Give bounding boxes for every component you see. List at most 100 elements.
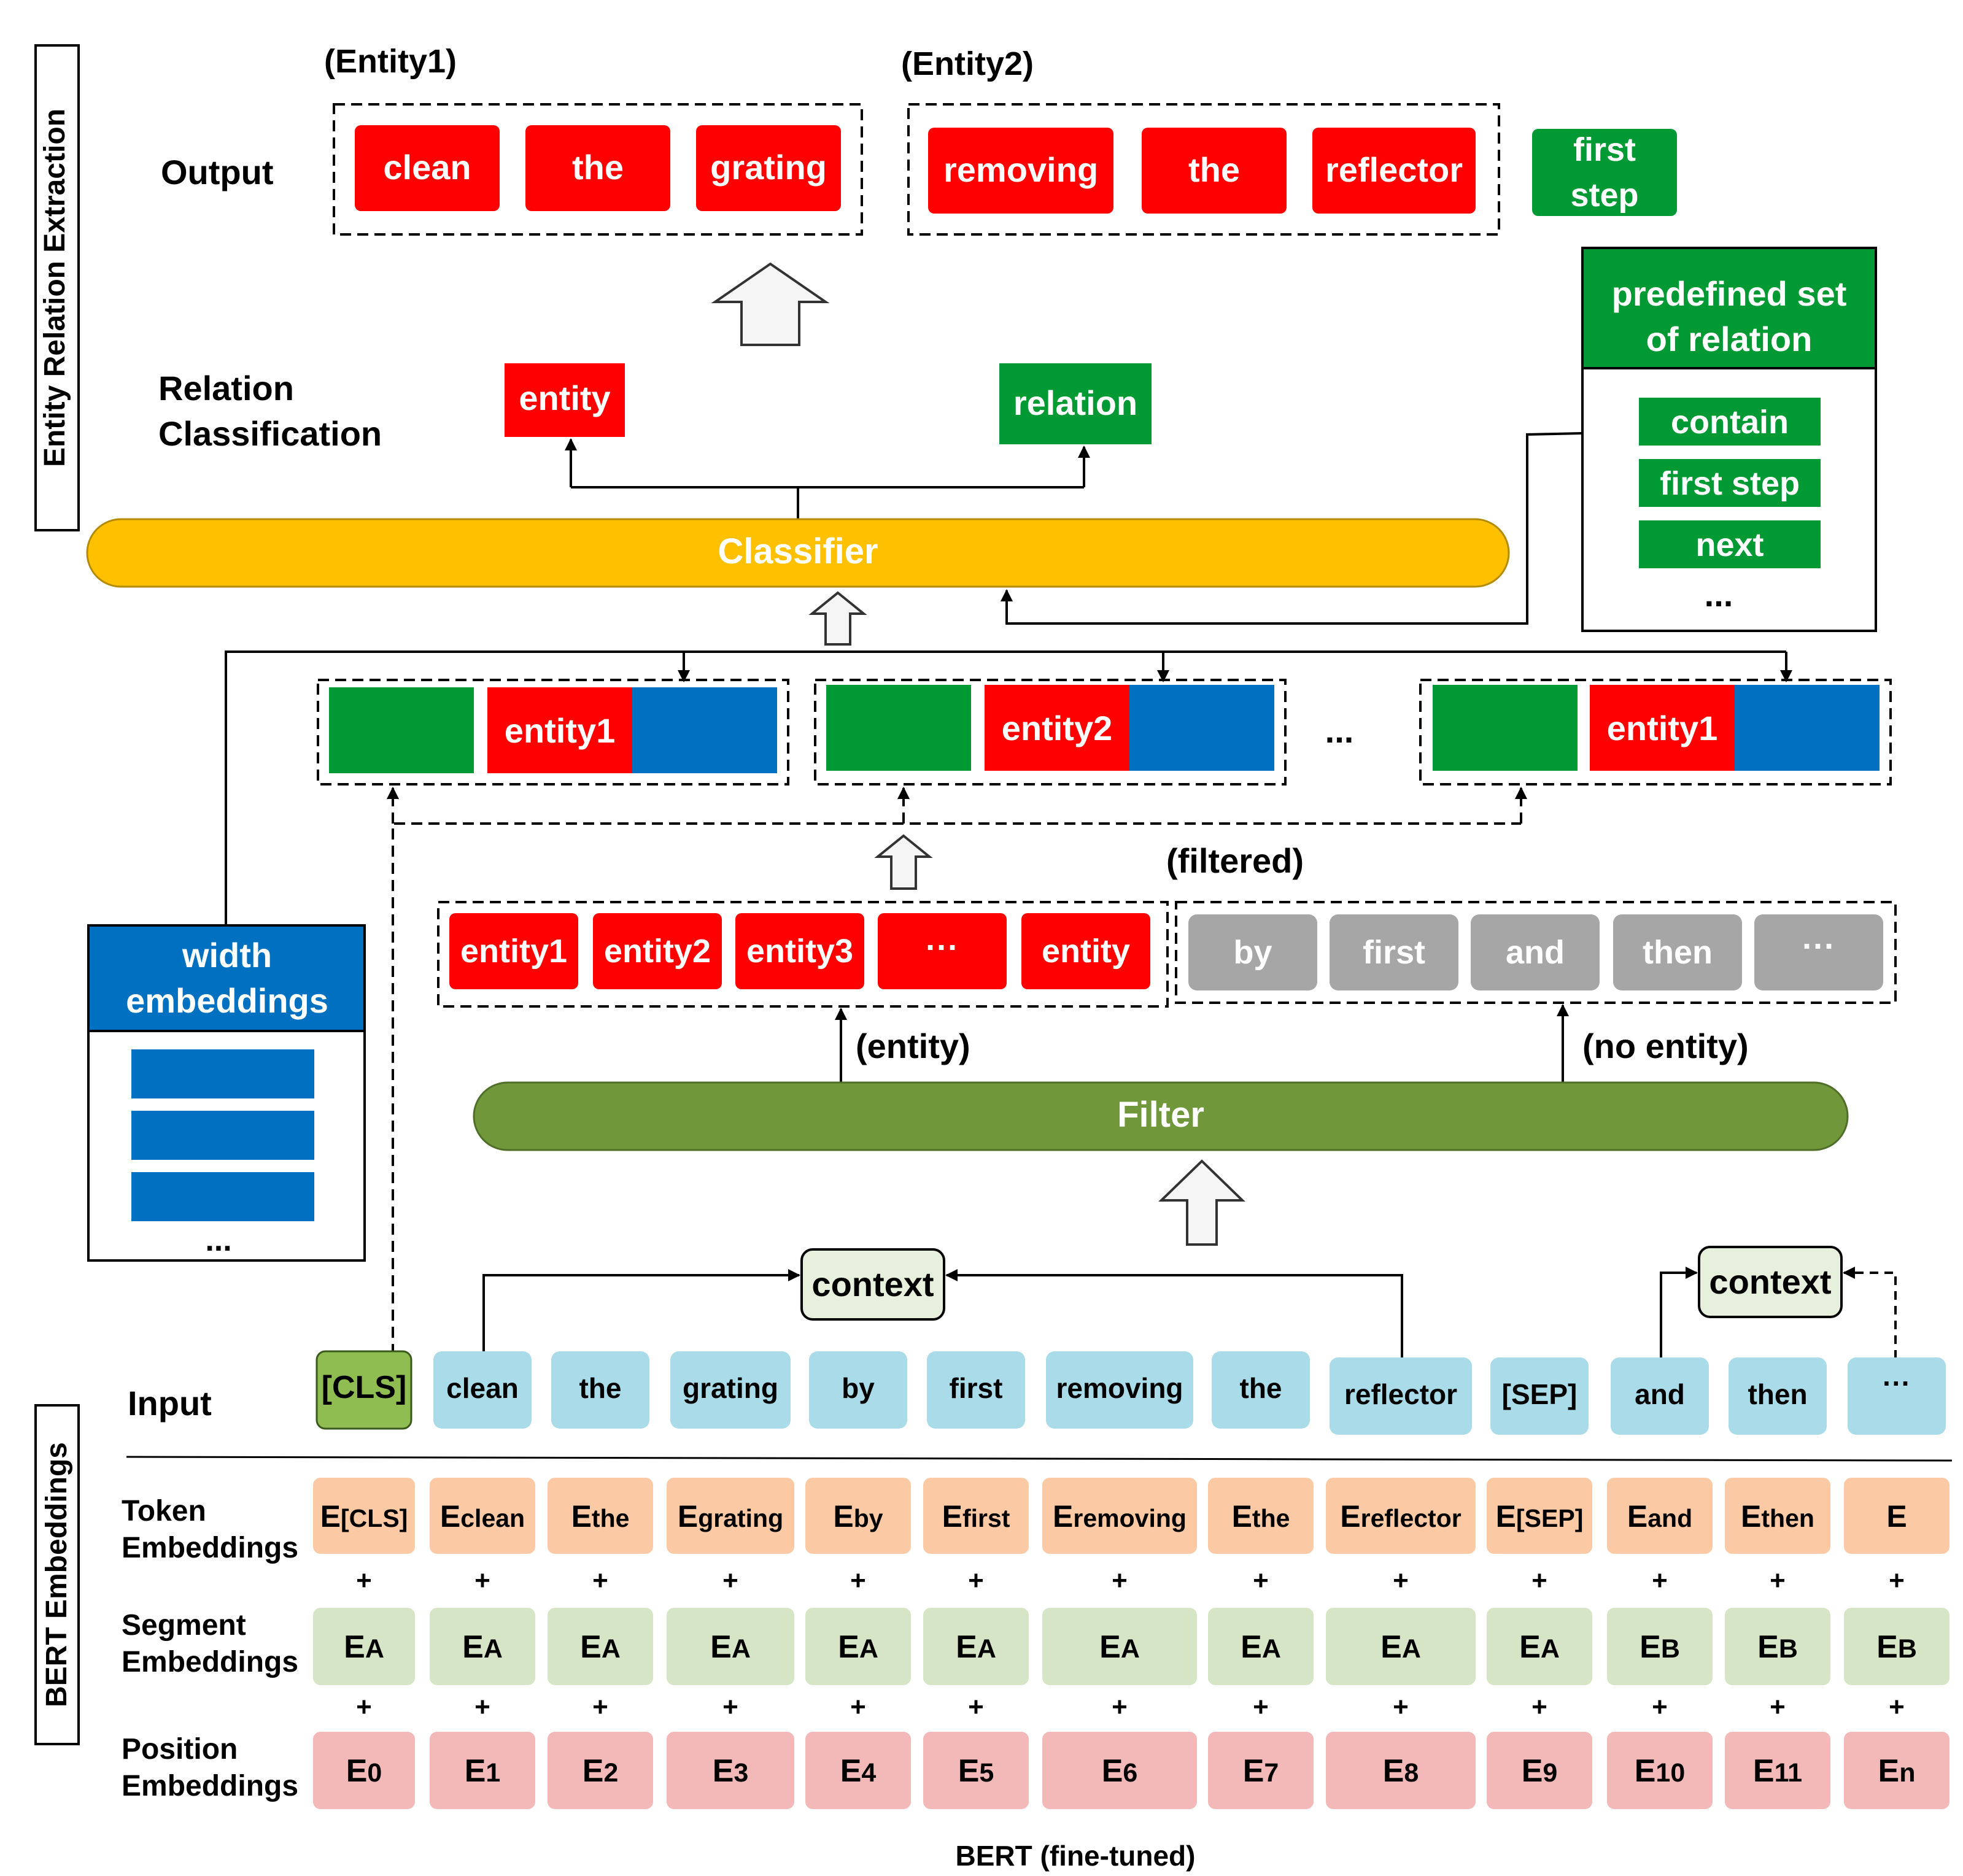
input-token: removing — [1046, 1351, 1193, 1429]
segment-embedding-label: EA — [344, 1629, 384, 1665]
plus-sign: + — [1253, 1565, 1269, 1596]
plus-sign: + — [1652, 1565, 1668, 1596]
input-embeddings-divider — [126, 1456, 1953, 1462]
segment-embedding-label: EA — [1241, 1629, 1281, 1665]
input-token-box — [551, 1351, 649, 1429]
input-token-box — [927, 1351, 1025, 1429]
token-embedding-box — [1725, 1478, 1830, 1554]
token-embeddings-label-line1: Token — [122, 1495, 206, 1527]
token-embedding-label: E — [1886, 1499, 1907, 1534]
position-embedding-label: E3 — [713, 1753, 749, 1789]
position-embedding-label: E6 — [1102, 1753, 1138, 1789]
position-embedding: E7 — [1208, 1732, 1314, 1809]
plus-sign-rows: ++++++++++++++++++++++++++ — [356, 1565, 1905, 1722]
segment-embedding-box — [1208, 1608, 1314, 1685]
position-embedding: E1 — [430, 1732, 535, 1809]
segment-embedding-label: EA — [1519, 1629, 1560, 1665]
position-embedding-box — [1042, 1732, 1197, 1809]
token-embedding-label: Egrating — [678, 1499, 783, 1534]
plus-sign: + — [474, 1692, 490, 1722]
token-embedding-label: Ethen — [1741, 1499, 1814, 1534]
output-relation-first-step: first step — [1532, 129, 1677, 216]
output-label: Output — [161, 153, 273, 191]
context-box-right: context — [1698, 1246, 1843, 1318]
position-embedding-label: E7 — [1243, 1753, 1279, 1789]
position-embedding-label: E11 — [1753, 1753, 1802, 1789]
plus-sign: + — [1889, 1565, 1905, 1596]
svg-text:contain: contain — [1671, 404, 1789, 441]
svg-text:context: context — [1709, 1262, 1831, 1301]
segment-embedding-label: EA — [956, 1629, 996, 1665]
svg-text:then: then — [1643, 934, 1713, 971]
token-embedding-box — [667, 1478, 794, 1554]
input-token-box — [1490, 1357, 1589, 1435]
svg-text:next: next — [1695, 527, 1764, 563]
predefined-relation-set: predefined set of relation contain first… — [1581, 247, 1877, 632]
token-embedding-box — [313, 1478, 415, 1554]
span-cls-block — [826, 685, 971, 771]
relation-items-more: ... — [1705, 575, 1733, 614]
segment-embedding-label: EB — [1876, 1629, 1917, 1665]
segment-embedding-box — [667, 1608, 794, 1685]
segment-embedding-box — [1487, 1608, 1592, 1685]
output-entity1-token-clean: clean — [355, 125, 500, 211]
predefined-to-classifier-connector — [1001, 432, 1583, 625]
input-token: [SEP] — [1490, 1357, 1589, 1435]
relation-item-first-step — [1639, 459, 1821, 507]
svg-text:entity: entity — [1042, 933, 1130, 970]
side-label-bottom-text: BERT Embeddings — [41, 1442, 73, 1707]
plus-sign: + — [1531, 1565, 1547, 1596]
position-embedding: E0 — [313, 1732, 415, 1809]
input-token: then — [1729, 1357, 1827, 1435]
position-embedding: E11 — [1725, 1732, 1830, 1809]
token-embedding-box — [1487, 1478, 1592, 1554]
classification-entity-box: entity — [505, 363, 625, 437]
position-embedding-box — [1326, 1732, 1476, 1809]
width-embedding-vector-1 — [131, 1049, 314, 1098]
filtered-entity-token-3: entity3 — [735, 913, 864, 989]
filtered-entity-token-1: entity1 — [449, 913, 578, 989]
token-embedding: E[CLS] — [313, 1478, 415, 1554]
segment-embedding: EA — [313, 1608, 415, 1685]
input-token: [CLS] — [316, 1350, 412, 1430]
span-cls-block — [329, 687, 474, 773]
span-entity-block — [985, 685, 1129, 771]
plus-sign: + — [722, 1692, 738, 1722]
position-embedding-label: E10 — [1635, 1753, 1686, 1789]
relation-item-contain — [1639, 398, 1821, 446]
svg-text:entity: entity — [519, 379, 610, 417]
token-embedding-box — [1208, 1478, 1314, 1554]
svg-text:the: the — [572, 148, 624, 187]
more-to-context-dashed-connector — [1843, 1267, 1897, 1359]
svg-text:relation: relation — [1013, 384, 1137, 422]
input-token: by — [809, 1351, 907, 1429]
entity1-group-border — [333, 103, 863, 236]
segment-embedding-box — [313, 1608, 415, 1685]
classification-relation-box: relation — [999, 363, 1152, 444]
plus-sign: + — [968, 1565, 984, 1596]
token-embedding: E[SEP] — [1487, 1478, 1592, 1554]
token-embedding: Eand — [1607, 1478, 1713, 1554]
token-embedding-label: Ereflector — [1340, 1499, 1461, 1534]
token-embedding-label: Eand — [1627, 1499, 1692, 1534]
hollow-arrow-to-filter — [1158, 1159, 1245, 1246]
token-embedding: Eremoving — [1042, 1478, 1197, 1554]
input-token-label: and — [1635, 1378, 1685, 1410]
token-embedding: Ereflector — [1326, 1478, 1476, 1554]
position-embedding-label: En — [1878, 1753, 1916, 1789]
segment-embedding: EB — [1607, 1608, 1713, 1685]
position-embedding-label: E8 — [1383, 1753, 1419, 1789]
plus-sign: + — [722, 1565, 738, 1596]
non-entity-token-first: first — [1330, 914, 1458, 990]
svg-text:by: by — [1233, 934, 1272, 971]
input-token: ··· — [1848, 1357, 1946, 1435]
plus-sign: + — [1393, 1692, 1409, 1722]
plus-sign: + — [1531, 1692, 1547, 1722]
segment-embedding-label: EB — [1640, 1629, 1680, 1665]
segment-embedding-label: EA — [580, 1629, 621, 1665]
segment-embedding-box — [1042, 1608, 1197, 1685]
svg-text:entity3: entity3 — [746, 933, 853, 970]
non-entity-token-and: and — [1471, 914, 1600, 990]
relation-item-next — [1639, 520, 1821, 568]
